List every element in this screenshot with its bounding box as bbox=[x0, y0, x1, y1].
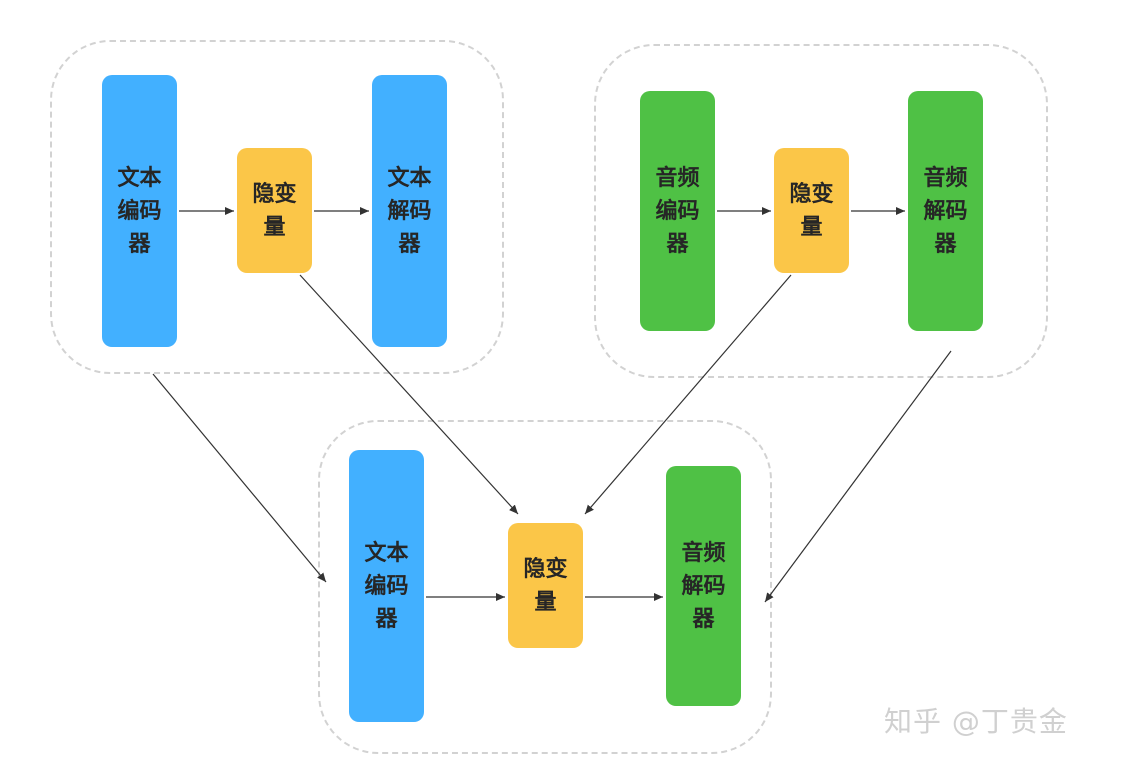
text-autoencoder-group bbox=[50, 40, 504, 374]
cross-audio-decoder-block: 音频解码器 bbox=[666, 466, 741, 706]
text-decoder-block: 文本解码器 bbox=[372, 75, 447, 347]
text-latent-block: 隐变量 bbox=[237, 148, 312, 273]
arrow-audio-group-to-cross-group bbox=[764, 350, 952, 603]
watermark: 知乎 @丁贵金 bbox=[884, 705, 1068, 738]
cross-text-encoder-block: 文本编码器 bbox=[349, 450, 424, 722]
audio-latent-block: 隐变量 bbox=[774, 148, 849, 273]
text-encoder-block: 文本编码器 bbox=[102, 75, 177, 347]
audio-decoder-block: 音频解码器 bbox=[908, 91, 983, 331]
arrow-text-group-to-cross-group bbox=[152, 373, 327, 583]
audio-encoder-block: 音频编码器 bbox=[640, 91, 715, 331]
cross-latent-block: 隐变量 bbox=[508, 523, 583, 648]
